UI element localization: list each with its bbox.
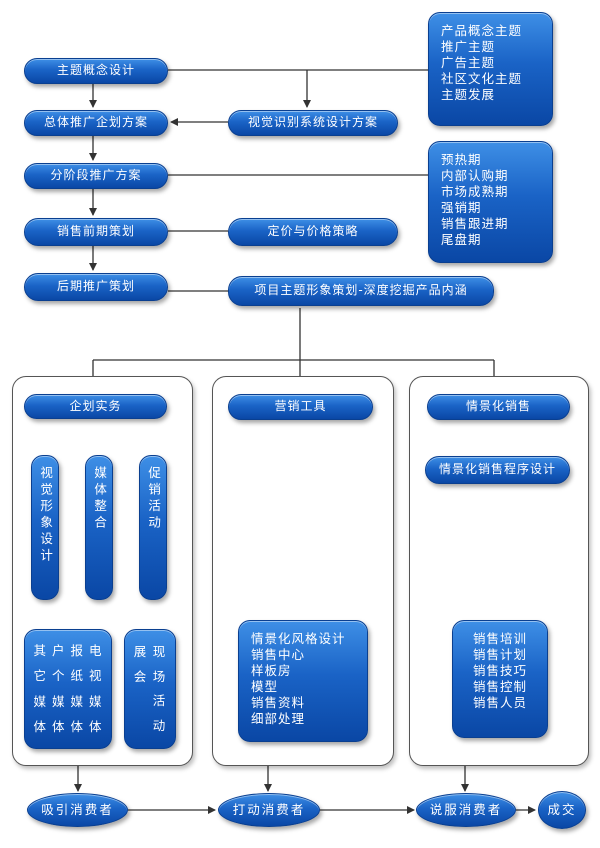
attract-consumers-node: 吸引消费者 bbox=[27, 793, 128, 827]
deal-closed-node: 成交 bbox=[538, 791, 586, 829]
list-item: 尾盘期 bbox=[441, 232, 482, 247]
grid-char: 体 bbox=[88, 719, 103, 735]
grid-char bbox=[131, 714, 150, 739]
grid-char: 媒 bbox=[88, 693, 103, 709]
grid-char: 体 bbox=[51, 719, 66, 735]
visual-identity-system-node: 视觉识别系统设计方案 bbox=[228, 110, 398, 136]
node-label: 媒体整合 bbox=[92, 466, 108, 532]
list-item: 销售计划 bbox=[472, 647, 527, 662]
list-item: 销售资料 bbox=[251, 695, 306, 710]
node-label: 销售前期策划 bbox=[56, 224, 135, 239]
marketing-tools-list: 情景化风格设计 销售中心 样板房 模型 销售资料 细部处理 bbox=[238, 620, 368, 742]
phased-promotion-plan-node: 分阶段推广方案 bbox=[24, 163, 168, 189]
grid-char: 动 bbox=[152, 717, 167, 733]
theme-concept-design-node: 主题概念设计 bbox=[24, 58, 168, 84]
grid-char: 其 bbox=[33, 642, 47, 658]
list-item: 样板房 bbox=[251, 663, 292, 678]
grid-char: 纸 bbox=[70, 668, 84, 684]
project-theme-image-node: 项目主题形象策划-深度挖掘产品内涵 bbox=[228, 276, 494, 306]
grid-char: 报 bbox=[70, 642, 84, 658]
node-label: 促销活动 bbox=[146, 466, 162, 532]
list-item: 主题发展 bbox=[441, 87, 496, 102]
list-item: 销售中心 bbox=[251, 647, 306, 662]
list-item: 销售控制 bbox=[472, 679, 527, 694]
move-consumers-node: 打动消费者 bbox=[218, 793, 320, 827]
node-label: 定价与价格策略 bbox=[267, 224, 359, 239]
media-types-box: 其 户 报 电 它 个 纸 视 媒 媒 媒 媒 体 体 体 体 bbox=[24, 629, 112, 749]
node-label: 情景化销售程序设计 bbox=[438, 462, 556, 477]
scenario-sales-program-node: 情景化销售程序设计 bbox=[425, 456, 570, 484]
pricing-strategy-node: 定价与价格策略 bbox=[228, 218, 398, 246]
list-item: 销售人员 bbox=[472, 695, 527, 710]
list-item: 销售培训 bbox=[472, 631, 527, 646]
node-label: 总体推广企划方案 bbox=[43, 115, 148, 130]
node-label: 说服消费者 bbox=[429, 801, 503, 817]
sales-items-list: 销售培训 销售计划 销售技巧 销售控制 销售人员 bbox=[452, 620, 548, 738]
late-promotion-planning-node: 后期推广策划 bbox=[24, 273, 168, 301]
grid-char: 它 bbox=[33, 668, 47, 684]
grid-char: 户 bbox=[51, 642, 66, 658]
node-label: 情景化销售 bbox=[465, 399, 531, 414]
grid-char: 媒 bbox=[70, 693, 84, 709]
grid-char: 媒 bbox=[51, 693, 66, 709]
grid-char: 电 bbox=[88, 642, 103, 658]
list-item: 细部处理 bbox=[251, 711, 306, 726]
list-item: 产品概念主题 bbox=[441, 23, 523, 38]
list-item: 销售技巧 bbox=[472, 663, 527, 678]
list-item: 广告主题 bbox=[441, 55, 496, 70]
list-item: 市场成熟期 bbox=[441, 184, 509, 199]
list-item: 推广主题 bbox=[441, 39, 496, 54]
list-item: 社区文化主题 bbox=[441, 71, 523, 86]
media-integration-node: 媒体整合 bbox=[85, 455, 113, 600]
node-label: 视觉识别系统设计方案 bbox=[247, 115, 378, 130]
node-label: 视觉形象设计 bbox=[38, 466, 54, 565]
event-types-box: 展 现 会 场 活 动 bbox=[124, 629, 176, 749]
phase-list-box: 预热期 内部认购期 市场成熟期 强销期 销售跟进期 尾盘期 bbox=[428, 141, 553, 263]
list-item: 销售跟进期 bbox=[441, 216, 509, 231]
grid-char bbox=[131, 689, 150, 714]
node-label: 分阶段推广方案 bbox=[50, 168, 142, 183]
list-item: 情景化风格设计 bbox=[251, 631, 346, 646]
node-label: 成交 bbox=[547, 801, 577, 817]
grid-char: 媒 bbox=[33, 693, 47, 709]
node-label: 主题概念设计 bbox=[56, 63, 135, 78]
list-item: 预热期 bbox=[441, 152, 482, 167]
promotion-activity-node: 促销活动 bbox=[139, 455, 167, 600]
grid-char: 现 bbox=[152, 644, 167, 660]
list-item: 内部认购期 bbox=[441, 168, 509, 183]
node-label: 项目主题形象策划-深度挖掘产品内涵 bbox=[254, 283, 468, 298]
marketing-tools-title: 营销工具 bbox=[228, 394, 373, 420]
node-label: 打动消费者 bbox=[232, 801, 306, 817]
node-label: 营销工具 bbox=[274, 399, 327, 414]
planning-practice-title: 企划实务 bbox=[24, 394, 167, 419]
node-label: 吸引消费者 bbox=[41, 801, 114, 817]
persuade-consumers-node: 说服消费者 bbox=[416, 793, 516, 827]
grid-char: 个 bbox=[51, 668, 66, 684]
grid-char: 视 bbox=[88, 668, 103, 684]
pre-sale-planning-node: 销售前期策划 bbox=[24, 218, 168, 246]
list-item: 强销期 bbox=[441, 200, 482, 215]
grid-char: 体 bbox=[33, 719, 47, 735]
grid-char: 场 bbox=[152, 668, 167, 684]
grid-char: 会 bbox=[133, 668, 148, 684]
node-label: 后期推广策划 bbox=[56, 279, 135, 294]
concept-list-box: 产品概念主题 推广主题 广告主题 社区文化主题 主题发展 bbox=[428, 12, 553, 126]
grid-char: 体 bbox=[70, 719, 84, 735]
list-item: 模型 bbox=[251, 679, 279, 694]
scenario-sales-title: 情景化销售 bbox=[427, 394, 570, 420]
grid-char: 活 bbox=[152, 693, 167, 709]
node-label: 企划实务 bbox=[69, 398, 122, 413]
visual-image-design-node: 视觉形象设计 bbox=[31, 455, 59, 600]
overall-promotion-plan-node: 总体推广企划方案 bbox=[24, 110, 168, 136]
grid-char: 展 bbox=[133, 644, 148, 660]
